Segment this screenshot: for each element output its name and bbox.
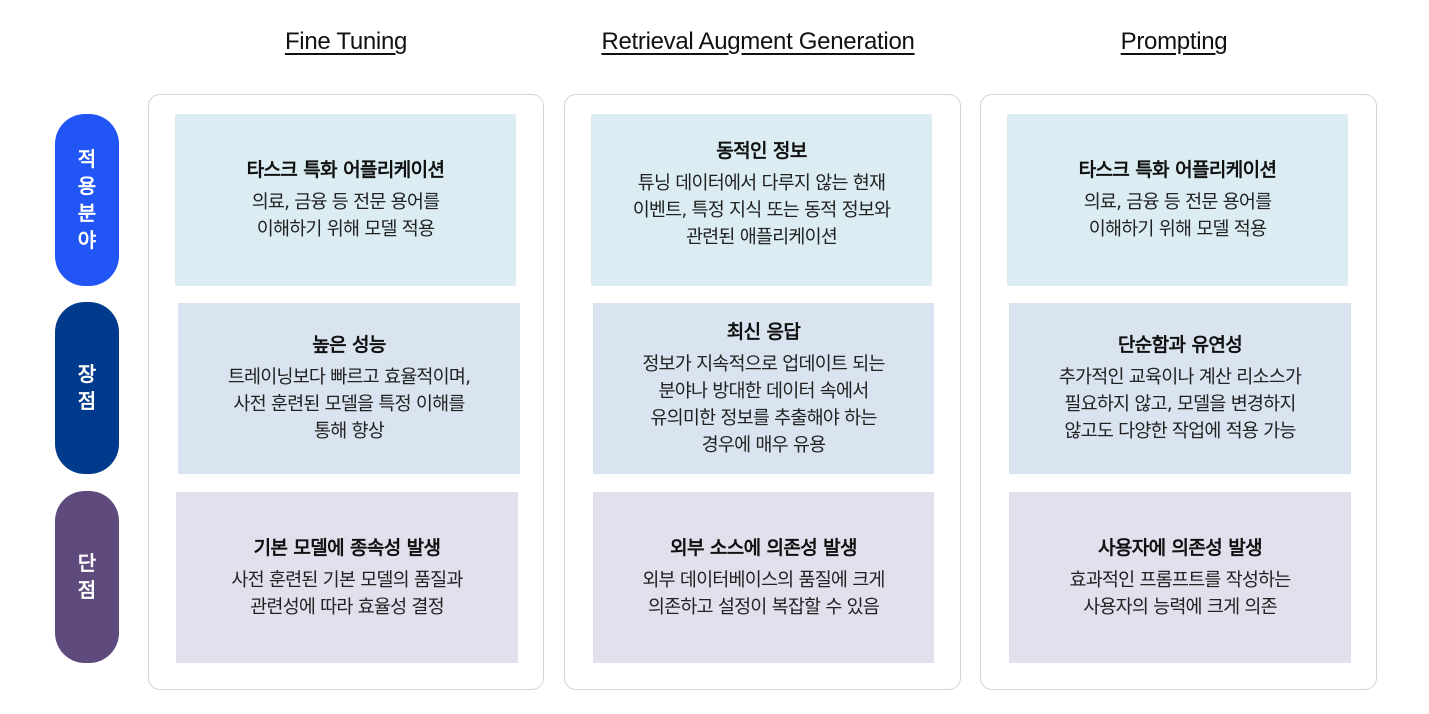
cell-title: 외부 소스에 의존성 발생: [670, 536, 857, 559]
cell-title: 기본 모델에 종속성 발생: [253, 536, 441, 559]
column-title-fine-tuning: Fine Tuning: [284, 28, 408, 55]
cell-title: 타스크 특화 어플리케이션: [246, 159, 445, 181]
cell-title: 사용자에 의존성 발생: [1098, 536, 1263, 559]
cell-title: 높은 성능: [312, 334, 386, 356]
row-label-advantages: 장점: [55, 302, 119, 474]
cell-description: 추가적인 교육이나 계산 리소스가 필요하지 않고, 모델을 변경하지 않고도 …: [1058, 367, 1302, 442]
cell-prompting-disadvantages: 사용자에 의존성 발생 효과적인 프롬프트를 작성하는 사용자의 능력에 크게 …: [1009, 492, 1351, 663]
cell-title: 최신 응답: [726, 320, 801, 343]
cell-rag-disadvantages: 외부 소스에 의존성 발생 외부 데이터베이스의 품질에 크게 의존하고 설정이…: [593, 492, 934, 663]
cell-fine-tuning-applications: 타스크 특화 어플리케이션 의료, 금융 등 전문 용어를 이해하기 위해 모델…: [175, 114, 516, 286]
row-label-disadvantages: 단점: [55, 491, 119, 663]
cell-description: 의료, 금융 등 전문 용어를 이해하기 위해 모델 적용: [1083, 192, 1272, 240]
cell-fine-tuning-disadvantages: 기본 모델에 종속성 발생 사전 훈련된 기본 모델의 품질과 관련성에 따라 …: [176, 492, 518, 663]
cell-description: 효과적인 프롬프트를 작성하는 사용자의 능력에 크게 의존: [1069, 569, 1291, 618]
cell-title: 단순함과 유연성: [1117, 334, 1243, 356]
row-label-text: 적용분야: [77, 147, 97, 252]
row-label-applications: 적용분야: [55, 114, 119, 286]
cell-description: 의료, 금융 등 전문 용어를 이해하기 위해 모델 적용: [251, 192, 440, 240]
column-title-rag: Retrieval Augment Generation: [601, 28, 915, 55]
cell-description: 정보가 지속적으로 업데이트 되는 분야나 방대한 데이터 속에서 유의미한 정…: [642, 353, 885, 456]
cell-title: 타스크 특화 어플리케이션: [1078, 159, 1277, 181]
cell-rag-applications: 동적인 정보 튜닝 데이터에서 다루지 않는 현재 이벤트, 특정 지식 또는 …: [591, 114, 932, 286]
cell-rag-advantages: 최신 응답 정보가 지속적으로 업데이트 되는 분야나 방대한 데이터 속에서 …: [593, 303, 934, 474]
row-label-text: 단점: [77, 551, 97, 602]
column-title-prompting: Prompting: [1120, 28, 1228, 55]
cell-description: 튜닝 데이터에서 다루지 않는 현재 이벤트, 특정 지식 또는 동적 정보와 …: [632, 172, 891, 248]
cell-description: 사전 훈련된 기본 모델의 품질과 관련성에 따라 효율성 결정: [231, 569, 463, 618]
cell-fine-tuning-advantages: 높은 성능 트레이닝보다 빠르고 효율적이며, 사전 훈련된 모델을 특정 이해…: [178, 303, 520, 474]
cell-prompting-advantages: 단순함과 유연성 추가적인 교육이나 계산 리소스가 필요하지 않고, 모델을 …: [1009, 303, 1351, 474]
cell-description: 외부 데이터베이스의 품질에 크게 의존하고 설정이 복잡할 수 있음: [642, 569, 885, 618]
cell-title: 동적인 정보: [716, 139, 807, 162]
row-label-text: 장점: [77, 362, 97, 413]
cell-description: 트레이닝보다 빠르고 효율적이며, 사전 훈련된 모델을 특정 이해를 통해 향…: [227, 367, 471, 442]
cell-prompting-applications: 타스크 특화 어플리케이션 의료, 금융 등 전문 용어를 이해하기 위해 모델…: [1007, 114, 1348, 286]
